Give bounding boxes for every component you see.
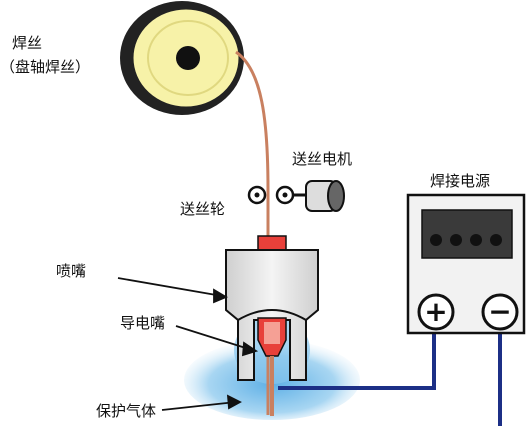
indicator-dot xyxy=(470,234,482,246)
label-shield-gas: 保护气体 xyxy=(96,402,157,420)
negative-terminal[interactable] xyxy=(481,293,519,331)
contact-tip xyxy=(257,317,287,357)
label-contact-tip: 导电嘴 xyxy=(120,314,166,332)
label-feed-roller: 送丝轮 xyxy=(180,200,226,218)
feed-rollers xyxy=(247,185,295,205)
indicator-dot xyxy=(430,234,442,246)
feed-motor xyxy=(293,180,345,212)
negative-sign: − xyxy=(488,295,511,328)
welding-wire xyxy=(235,50,270,415)
cable-positive xyxy=(278,334,436,390)
display-panel xyxy=(421,209,513,259)
wire-spool xyxy=(120,1,244,115)
display-indicators xyxy=(430,234,502,246)
nozzle-cap xyxy=(257,235,287,251)
indicator-dot xyxy=(490,234,502,246)
pointer-arrows xyxy=(117,277,259,411)
label-wire: 焊丝 xyxy=(12,34,43,52)
label-power-source: 焊接电源 xyxy=(430,172,491,190)
label-wire-sub: （盘轴焊丝） xyxy=(0,58,91,76)
indicator-dot xyxy=(450,234,462,246)
positive-sign: + xyxy=(424,295,447,328)
label-nozzle: 喷嘴 xyxy=(56,262,87,280)
power-source: + − xyxy=(406,193,526,335)
label-feed-motor: 送丝电机 xyxy=(292,150,353,168)
positive-terminal[interactable] xyxy=(417,293,455,331)
